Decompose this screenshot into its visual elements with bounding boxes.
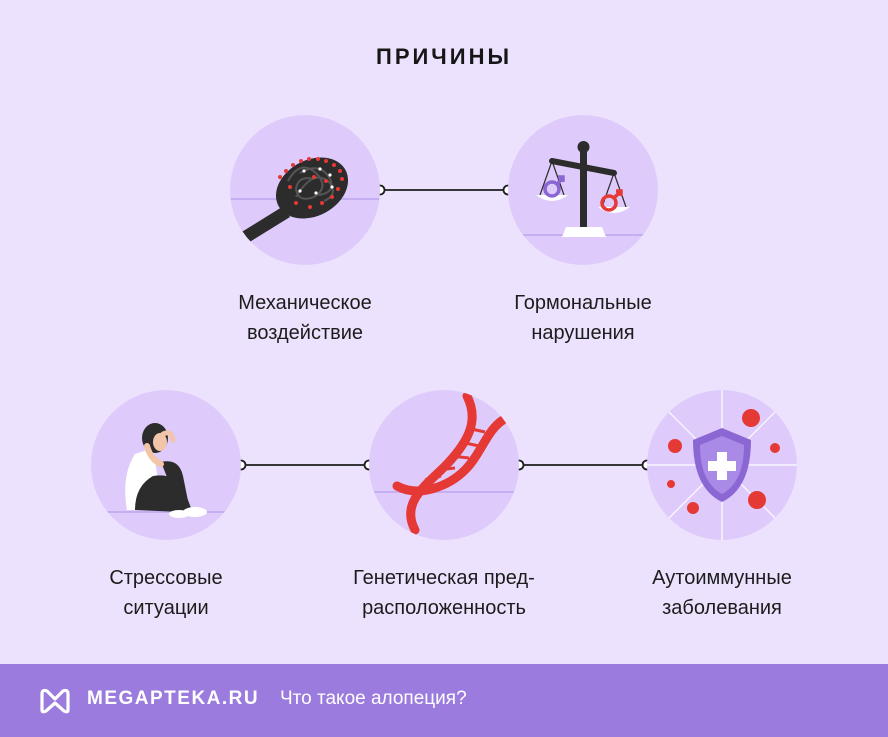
footer-bar: MEGAPTEKA.RU Что такое алопеция? [0,664,888,737]
male-symbol-icon [543,175,565,198]
page-title: ПРИЧИНЫ [376,44,512,69]
cause-circle-hormonal [508,115,658,265]
cause-label-genetic: Генетическая пред- расположенность [353,567,535,619]
cause-circle-mechanical [230,115,380,265]
shield-virus-icon [647,390,797,540]
megapteka-logo-icon[interactable] [38,686,72,714]
cause-label-stress: Стрессовые ситуации [109,567,223,619]
female-symbol-icon [600,189,623,212]
cause-label-autoimmune: Аутоиммунные заболевания [652,567,792,619]
cause-circle-stress [91,390,241,540]
brand-name[interactable]: MEGAPTEKA.RU [87,688,260,709]
connector-bottom-left [235,459,375,471]
dna-icon [369,391,519,535]
footer-tagline: Что такое алопеция? [280,688,467,709]
cause-circle-autoimmune [647,390,797,540]
stressed-person-icon [91,423,241,518]
cause-circle-genetic [369,390,519,540]
scales-icon [508,141,658,237]
virus-icons [667,409,780,514]
cause-label-mechanical: Механическое воздействие [238,292,372,344]
hairbrush-icon [230,157,380,243]
connector-bottom-right [513,459,653,471]
cause-label-hormonal: Гормональные нарушения [514,292,652,344]
connector-top [374,184,514,196]
